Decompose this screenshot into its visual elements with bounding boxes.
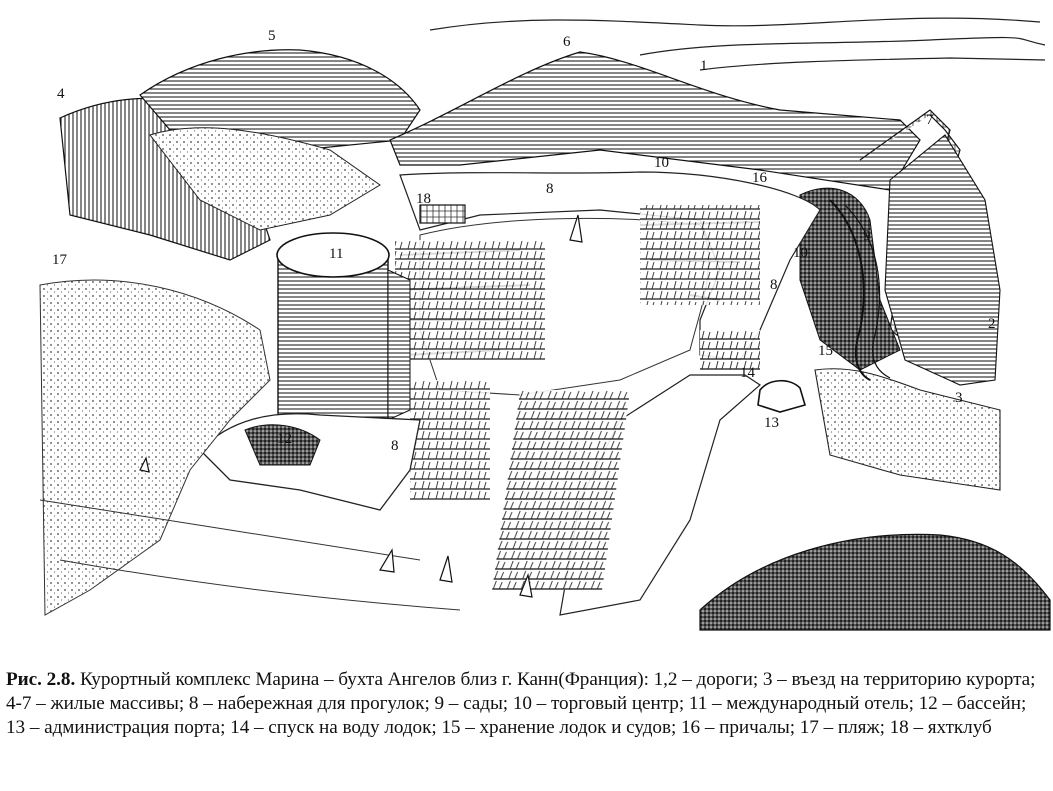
road-curve-2 [844,204,891,379]
figure-labels: 1 2 3 4 5 6 7 8 8 8 9 10 10 11 12 13 14 … [52,28,996,454]
label-8c: 8 [391,438,399,454]
label-4: 4 [57,86,65,102]
label-8a: 8 [546,181,554,197]
sailboats [139,214,583,598]
label-7: 7 [926,112,934,128]
pool-area [244,424,321,466]
moored-boats-2 [640,205,760,305]
label-12: 12 [277,431,292,447]
label-17: 17 [52,252,68,268]
label-18: 18 [416,191,431,207]
housing-block-6 [389,51,921,191]
gardens-left [149,127,381,231]
label-10b: 10 [793,245,808,261]
yacht-club-building [419,204,466,224]
label-15: 15 [818,343,833,359]
sea-lines [39,499,461,611]
caption-label: Рис. 2.8. [6,669,76,690]
label-6: 6 [563,34,571,50]
caption-text: Курортный комплекс Марина – бухта Ангело… [6,669,1036,739]
international-hotel [276,232,411,421]
label-5: 5 [268,28,276,44]
label-9: 9 [863,228,871,244]
moored-boats-4 [492,390,631,590]
background-hills [429,17,1046,71]
label-10a: 10 [654,155,669,171]
label-8b: 8 [770,277,778,293]
foreground-hill [699,533,1051,631]
figure-caption: Рис. 2.8. Курортный комплекс Марина – бу… [6,668,1048,741]
label-11: 11 [329,246,343,262]
label-3: 3 [955,390,963,406]
label-14: 14 [740,365,756,381]
moored-boats-1 [395,240,545,360]
label-1: 1 [700,58,708,74]
moored-boats-5 [410,380,490,500]
label-16: 16 [752,170,768,186]
label-13: 13 [764,415,779,431]
resort-illustration: 1 2 3 4 5 6 7 8 8 8 9 10 10 11 12 13 14 … [39,17,1051,631]
port-admin-island [757,379,806,413]
housing-right-slope [884,134,1001,386]
moored-boats-3 [700,330,760,370]
road-curve [829,199,871,381]
housing-block-5 [139,49,421,151]
right-quay [814,368,1001,491]
label-2: 2 [988,316,996,332]
beach-shore [39,279,271,616]
